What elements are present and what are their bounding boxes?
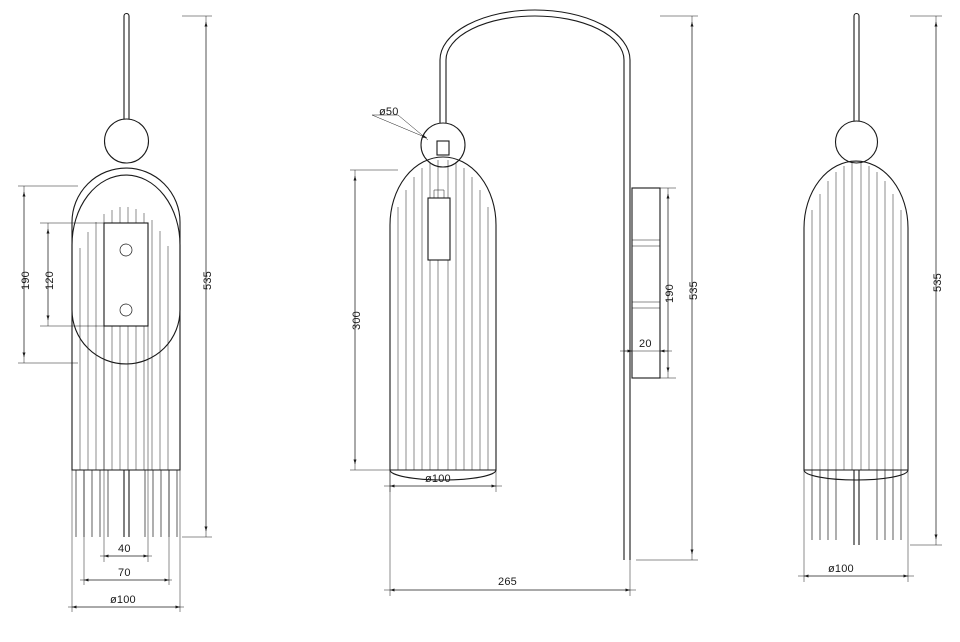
dim-right-diameter-100: ø100 [828,563,854,575]
dim-center-diameter-100: ø100 [425,473,451,485]
dim-center-20: 20 [639,338,652,350]
right-view-geometry [803,12,909,545]
dim-center-diameter-50: ø50 [379,106,399,118]
dim-left-120: 120 [44,271,56,290]
dim-center-265: 265 [498,576,517,588]
dim-left-190: 190 [20,271,32,290]
left-view-geometry [71,12,181,537]
dim-left-40: 40 [118,543,131,555]
dim-center-190: 190 [664,284,676,303]
dim-center-535: 535 [688,281,700,300]
dim-center-300: 300 [351,311,363,330]
center-view-geometry [389,9,661,560]
dim-left-diameter-100: ø100 [110,594,136,606]
dim-left-535: 535 [202,271,214,290]
dim-right-535: 535 [932,273,944,292]
dim-left-70: 70 [118,567,131,579]
right-view-dimensions [798,15,942,582]
